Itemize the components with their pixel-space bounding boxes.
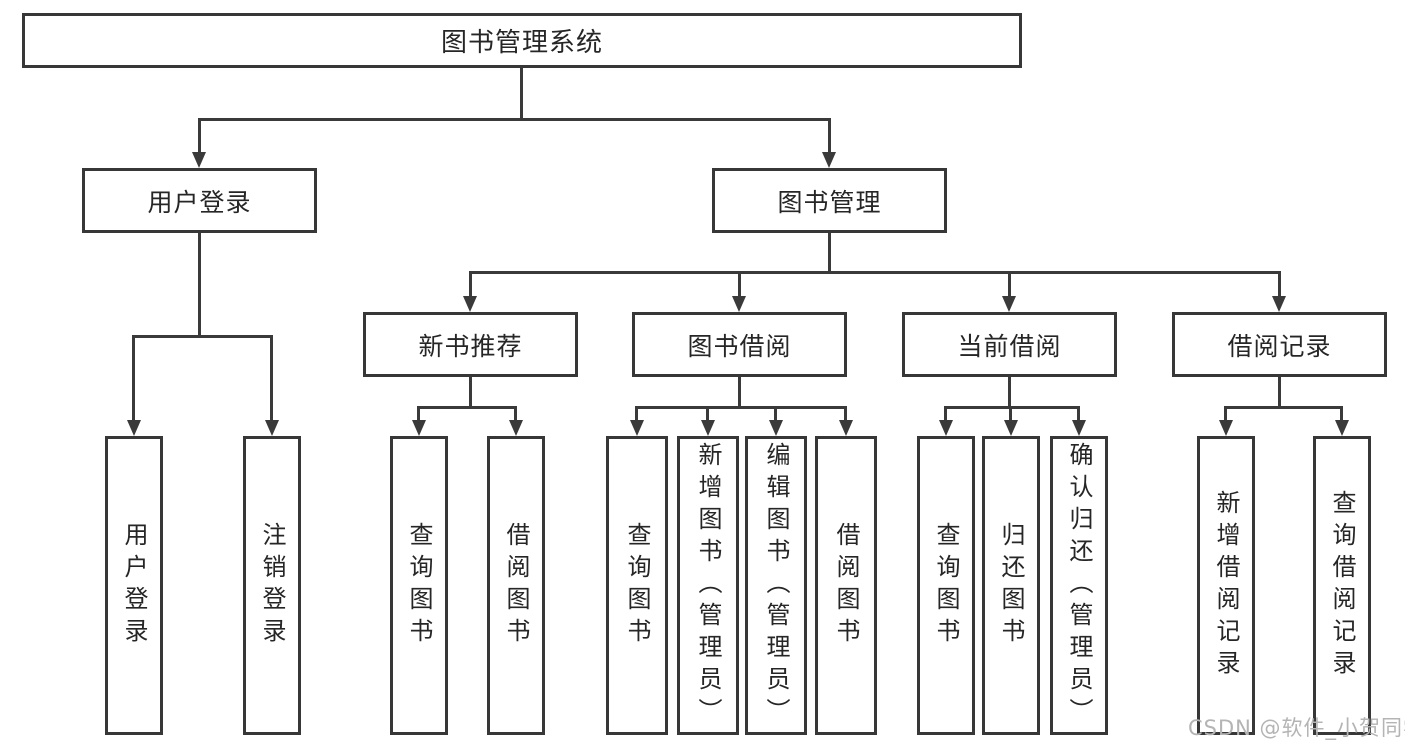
node-root: 图书管理系统 (22, 13, 1022, 68)
leaf-return-book: 归还图书 (982, 436, 1040, 735)
connector-line (1224, 406, 1343, 409)
leaf-logout: 注销登录 (243, 436, 301, 735)
connector-line (417, 406, 517, 409)
node-user-login: 用户登录 (82, 168, 317, 233)
arrow-down-icon (509, 420, 523, 436)
connector-line (944, 406, 947, 423)
connector-line (1008, 271, 1011, 299)
arrow-down-icon (127, 420, 141, 436)
connector-line (198, 233, 201, 338)
connector-line (706, 406, 709, 423)
connector-line (469, 271, 1281, 274)
arrow-down-icon (1335, 420, 1349, 436)
connector-line (944, 406, 1080, 409)
connector-line (270, 335, 273, 423)
arrow-down-icon (412, 420, 426, 436)
arrow-down-icon (822, 152, 836, 168)
node-borrow-records: 借阅记录 (1172, 312, 1387, 377)
node-book-borrow: 图书借阅 (632, 312, 847, 377)
arrow-down-icon (1002, 296, 1016, 312)
connector-line (828, 118, 831, 155)
connector-line (738, 377, 741, 409)
connector-line (738, 271, 741, 299)
connector-line (1009, 406, 1012, 423)
connector-line (1077, 406, 1080, 423)
node-book-management: 图书管理 (712, 168, 947, 233)
connector-line (774, 406, 777, 423)
connector-line (520, 68, 523, 121)
arrow-down-icon (265, 420, 279, 436)
leaf-add-borrow-record: 新增借阅记录 (1197, 436, 1255, 735)
arrow-down-icon (1272, 296, 1286, 312)
arrow-down-icon (630, 420, 644, 436)
leaf-query-book-3: 查询图书 (917, 436, 975, 735)
arrow-down-icon (1072, 420, 1086, 436)
connector-line (635, 406, 847, 409)
connector-line (514, 406, 517, 423)
connector-line (469, 377, 472, 409)
connector-line (1278, 271, 1281, 299)
leaf-borrow-book-2: 借阅图书 (815, 436, 877, 735)
connector-line (1340, 406, 1343, 423)
connector-line (1278, 377, 1281, 409)
leaf-confirm-return-admin: 确认归还（管理员） (1050, 436, 1108, 735)
connector-line (469, 271, 472, 299)
connector-line (844, 406, 847, 423)
leaf-query-borrow-record: 查询借阅记录 (1313, 436, 1371, 735)
arrow-down-icon (192, 152, 206, 168)
connector-line (198, 118, 201, 155)
connector-line (828, 233, 831, 274)
node-current-borrow: 当前借阅 (902, 312, 1117, 377)
csdn-watermark: CSDN @软件_小贺同学 (1188, 716, 1405, 740)
leaf-user-login: 用户登录 (105, 436, 163, 735)
connector-line (635, 406, 638, 423)
arrow-down-icon (939, 420, 953, 436)
connector-line (198, 118, 831, 121)
connector-line (1224, 406, 1227, 423)
leaf-edit-book-admin: 编辑图书（管理员） (745, 436, 807, 735)
node-new-book-recommend: 新书推荐 (363, 312, 578, 377)
connector-line (417, 406, 420, 423)
leaf-borrow-book-1: 借阅图书 (487, 436, 545, 735)
arrow-down-icon (701, 420, 715, 436)
leaf-query-book-2: 查询图书 (606, 436, 668, 735)
arrow-down-icon (463, 296, 477, 312)
leaf-query-book-1: 查询图书 (390, 436, 448, 735)
arrow-down-icon (839, 420, 853, 436)
arrow-down-icon (1004, 420, 1018, 436)
connector-line (1008, 377, 1011, 409)
connector-line (132, 335, 273, 338)
arrow-down-icon (732, 296, 746, 312)
arrow-down-icon (769, 420, 783, 436)
connector-line (132, 335, 135, 423)
leaf-add-book-admin: 新增图书（管理员） (677, 436, 739, 735)
arrow-down-icon (1219, 420, 1233, 436)
